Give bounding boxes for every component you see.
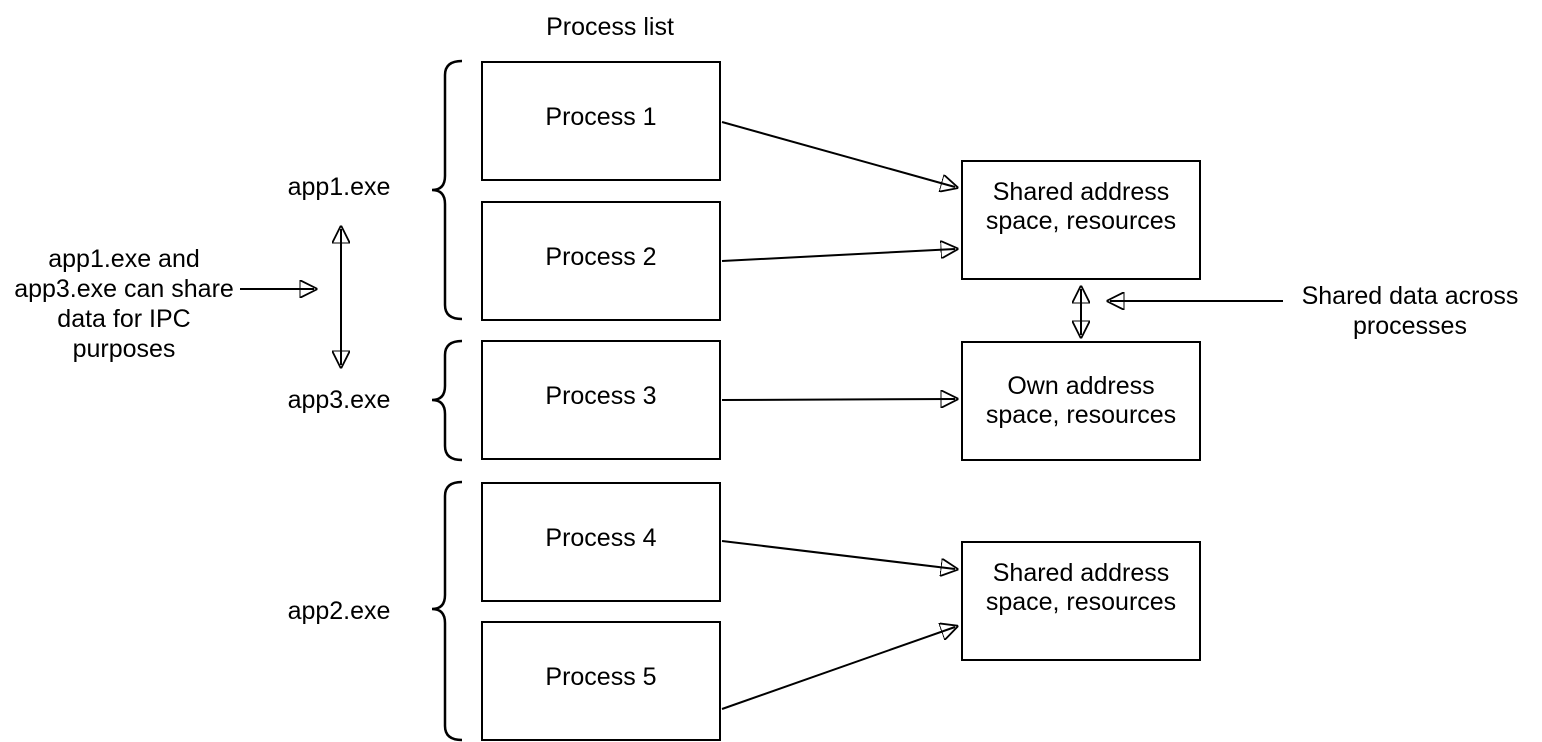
arrow-process3-to-own [721, 399, 955, 400]
process-box-3: Process 3 [481, 340, 721, 460]
process-box-label: Process 2 [545, 242, 657, 271]
shared-box-bottom-label: Shared address space, resources [985, 559, 1177, 616]
arrow-process4-to-shared-bottom [721, 540, 955, 569]
own-box: Own address space, resources [961, 341, 1201, 461]
app1-brace [431, 59, 463, 321]
diagram-title: Process list [546, 13, 674, 41]
process-box-label: Process 3 [545, 381, 657, 410]
process-box-5: Process 5 [481, 621, 721, 741]
shared-box-top-label: Shared address space, resources [985, 178, 1177, 235]
arrow-process5-to-shared-bottom [721, 627, 955, 710]
app1-label: app1.exe [287, 173, 391, 201]
arrow-process1-to-shared-top [721, 121, 955, 187]
ipc-annotation: app1.exe and app3.exe can share data for… [14, 245, 234, 363]
arrow-process2-to-shared-top [721, 249, 955, 262]
app2-brace [431, 480, 463, 742]
process-box-4: Process 4 [481, 482, 721, 602]
app3-label: app3.exe [287, 386, 391, 414]
process-box-1: Process 1 [481, 61, 721, 181]
app2-label: app2.exe [287, 597, 391, 625]
shared-box-top: Shared address space, resources [961, 160, 1201, 280]
process-box-label: Process 4 [545, 523, 657, 552]
shared-data-annotation: Shared data across processes [1301, 282, 1519, 340]
shared-box-bottom: Shared address space, resources [961, 541, 1201, 661]
own-box-label: Own address space, resources [985, 372, 1177, 429]
process-box-2: Process 2 [481, 201, 721, 321]
app3-brace [431, 339, 463, 462]
process-box-label: Process 1 [545, 102, 657, 131]
process-box-label: Process 5 [545, 662, 657, 691]
